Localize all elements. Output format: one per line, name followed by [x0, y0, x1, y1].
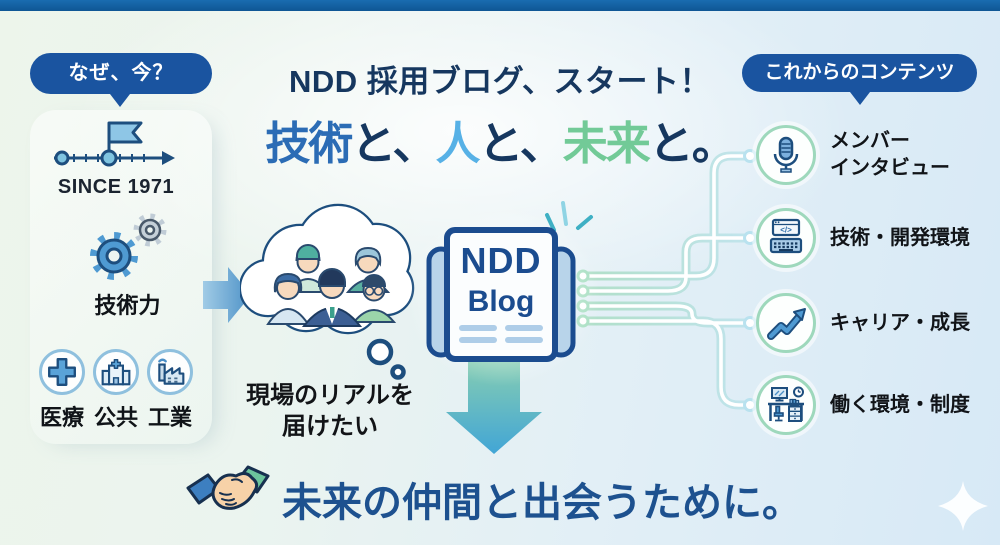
code-glyph: </>	[780, 226, 792, 235]
blog-title-line2: Blog	[467, 285, 535, 318]
heading-word-people: 人	[435, 118, 480, 169]
label-interview-line1: メンバー	[830, 130, 910, 152]
bubble-caption-line1: 現場のリアルを	[246, 382, 414, 409]
badge-upcoming-contents: これからのコンテンツ	[742, 54, 977, 105]
industry-item-public: 公共	[88, 349, 144, 432]
microphone-icon	[773, 136, 799, 173]
sparkle-lines-icon	[545, 201, 593, 232]
factory-icon	[158, 358, 185, 385]
heading-line2: 技術と、人と、未来と。	[255, 107, 745, 172]
sparkle-star-icon	[938, 481, 988, 531]
heading-connector3: と。	[648, 118, 737, 169]
badge-why-now: なぜ、今？	[30, 53, 212, 107]
medical-cross-icon	[48, 358, 76, 386]
content-label-interview: メンバー インタビュー	[830, 128, 1000, 182]
heading-connector1: と、	[351, 118, 437, 169]
blog-title-line1: NDD	[460, 240, 542, 281]
since-1971-label: SINCE 1971	[57, 176, 175, 198]
heading-word-tech: 技術	[265, 118, 353, 169]
workspace-desk-icon	[768, 386, 804, 422]
footer-message: 未来の仲間と出会うために。	[282, 481, 802, 525]
bubble-caption: 現場のリアルを 届けたい	[232, 380, 428, 442]
content-label-tech: 技術・開発環境	[830, 227, 970, 249]
top-accent-bar	[0, 0, 1000, 11]
handshake-icon	[186, 465, 270, 510]
blog-title: NDD Blog	[447, 243, 555, 317]
industry-label-industrial: 工業	[147, 405, 192, 430]
newspaper-blog-icon	[426, 227, 576, 362]
content-circle-tech: </>	[756, 208, 816, 268]
bubble-caption-line2: 届けたい	[282, 413, 378, 441]
strength-label: 技術力	[94, 293, 161, 318]
gears-icon	[90, 213, 167, 280]
content-circle-interview	[756, 125, 816, 185]
public-circle	[93, 349, 139, 395]
thought-bubble-people-icon	[240, 203, 415, 380]
growth-arrow-icon	[767, 308, 806, 340]
industrial-circle	[147, 349, 193, 395]
content-label-career: キャリア・成長	[830, 312, 970, 334]
hospital-building-icon	[101, 358, 131, 386]
heading-word-future: 未来	[562, 118, 651, 169]
industry-item-industrial: 工業	[142, 349, 198, 432]
industry-label-medical: 医療	[39, 405, 84, 430]
industry-label-public: 公共	[93, 405, 138, 430]
content-circle-environment	[756, 375, 816, 435]
blog-connectors	[576, 149, 757, 412]
content-label-environment: 働く環境・制度	[830, 394, 970, 416]
heading-line1: NDD 採用ブログ、スタート！	[288, 64, 712, 99]
label-interview-line2: インタビュー	[830, 157, 950, 179]
timeline-flag-icon	[54, 121, 175, 167]
content-circle-career	[756, 293, 816, 353]
industry-item-medical: 医療	[34, 349, 90, 432]
main-heading: NDD 採用ブログ、スタート！ 技術と、人と、未来と。	[255, 56, 745, 172]
medical-circle	[39, 349, 85, 395]
code-monitor-keyboard-icon: </>	[769, 218, 803, 254]
heading-connector2: と、	[478, 118, 565, 169]
